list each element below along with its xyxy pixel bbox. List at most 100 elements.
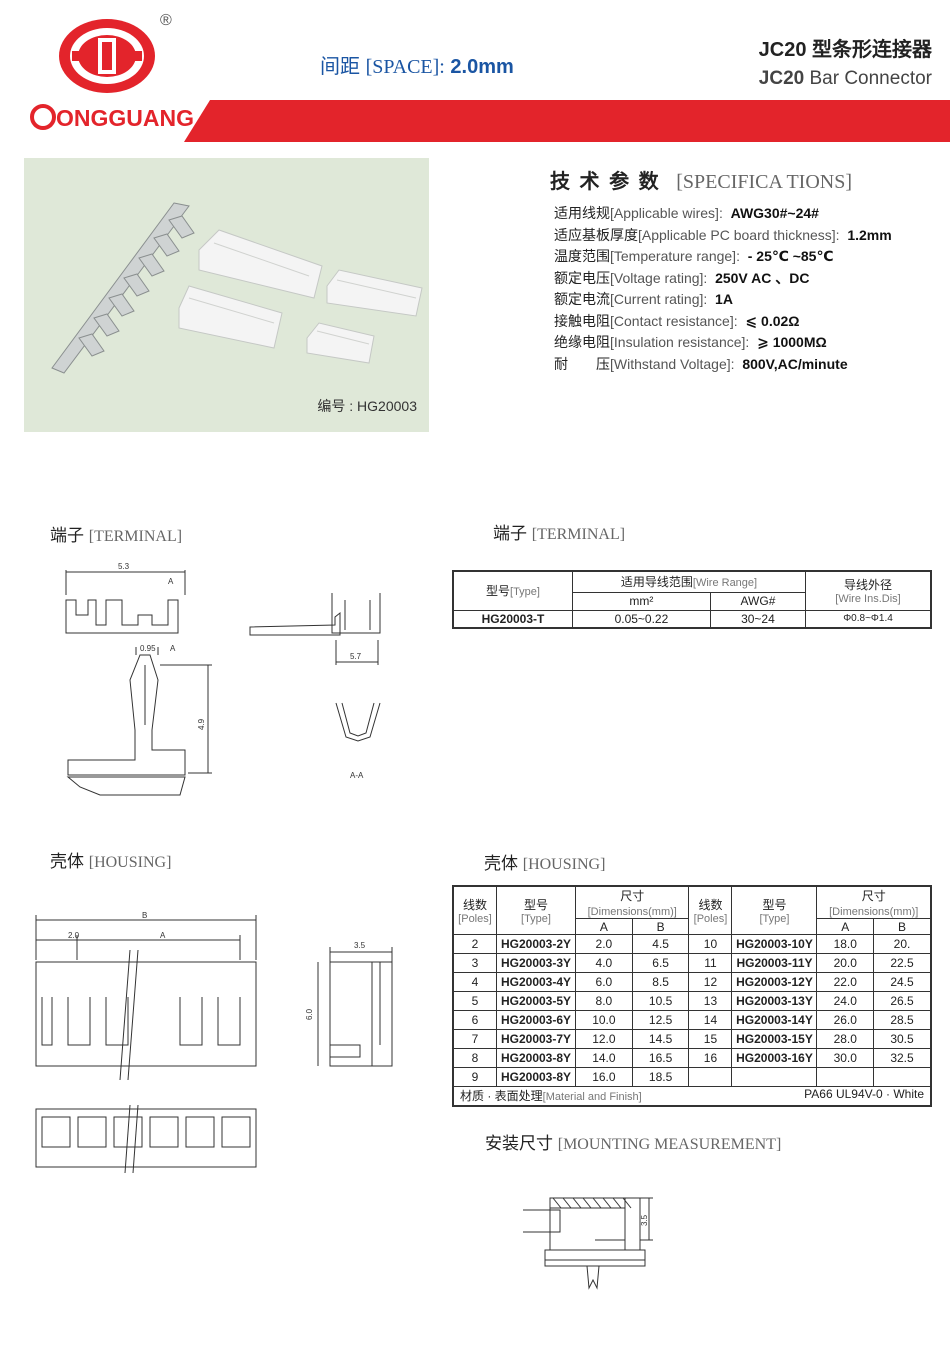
section-mounting: 安装尺寸 [MOUNTING MEASUREMENT] — [485, 1129, 781, 1154]
cell-poles-2: 13 — [688, 991, 733, 1011]
cell-type-2-text: HG20003-13Y — [736, 994, 813, 1008]
cell-type-text: HG20003-8Y — [500, 1051, 572, 1065]
cell-b-2: 32.5 — [873, 1048, 932, 1068]
cell-poles: 6 — [452, 1010, 497, 1030]
spec-row: 额定电流[Current rating]: 1A — [554, 289, 934, 311]
product-photo: 编号 : HG20003 — [24, 158, 429, 432]
section-title-cn: 壳体 — [484, 854, 518, 873]
col-range-header: 适用导线范围[Wire Range] — [572, 570, 806, 593]
cell-type: HG20003-8Y — [496, 1048, 576, 1068]
cell-poles: 4 — [452, 972, 497, 992]
cell-type-2-text: HG20003-11Y — [736, 956, 813, 970]
spec-label-cn: 接触电阻 — [554, 312, 610, 329]
material-label-en: [Material and Finish] — [542, 1091, 642, 1104]
housing-drawing: B 2.0 A 3.5 6.0 — [30, 905, 410, 1175]
title-en-model: JC20 — [758, 68, 805, 89]
cell-type: HG20003-6Y — [496, 1010, 576, 1030]
spec-value: 800V,AC/minute — [742, 355, 848, 372]
section-title-cn: 端子 — [493, 524, 527, 543]
cell-type-2: HG20003-15Y — [731, 1029, 818, 1049]
cell-b: 10.5 — [631, 991, 690, 1011]
col-a-header: A — [575, 918, 633, 935]
section-title-cn: 安装尺寸 — [485, 1134, 553, 1153]
cell-a-2: 20.0 — [816, 953, 874, 973]
spec-label-en: [Voltage rating]: — [610, 269, 708, 286]
cell-type-2-text: HG20003-10Y — [736, 937, 813, 951]
col-type-header: 型号[Type] — [452, 570, 573, 611]
terminal-table: 型号[Type] 适用导线范围[Wire Range] 导线外径[Wire In… — [452, 570, 932, 629]
spec-label-cn: 适用线规 — [554, 205, 610, 221]
cell-a: 16.0 — [575, 1067, 633, 1087]
mount-dim-3-5: 3.5 — [640, 1214, 649, 1226]
terminal-drawing: 5.3 A 0.95 A 4.9 5.7 A-A — [40, 555, 390, 805]
section-title-en: [HOUSING] — [88, 854, 172, 871]
title-en: JC20 Bar Connector — [759, 68, 932, 90]
cell-poles-2 — [688, 1067, 733, 1087]
space-label-cn: 间距 — [320, 56, 360, 78]
cell-mm2: 0.05~0.22 — [572, 609, 711, 629]
spec-label-en: [Insulation resistance]: — [610, 334, 750, 350]
cell-poles: 5 — [452, 991, 497, 1011]
cell-poles-2: 15 — [688, 1029, 733, 1049]
cell-a-2: 22.0 — [816, 972, 874, 992]
cell-type-2-text: HG20003-12Y — [736, 975, 813, 989]
space-spec: 间距 [SPACE]: 2.0mm — [320, 50, 514, 79]
cell-b-2: 28.5 — [873, 1010, 932, 1030]
spec-label-cn: 耐 压 — [554, 355, 610, 372]
section-title-en: [TERMINAL] — [531, 526, 626, 543]
section-title-en: [TERMINAL] — [88, 528, 183, 545]
cell-a-2: 18.0 — [816, 934, 874, 954]
cell-poles: 9 — [452, 1067, 497, 1087]
spec-label-cn: 温度范围 — [554, 248, 610, 264]
col-dim-header: 尺寸[Dimensions(mm)] — [574, 885, 690, 919]
spec-row: 耐 压[Withstand Voltage]: 800V,AC/minute — [554, 354, 934, 376]
cell-poles: 3 — [452, 953, 497, 973]
photo-caption: 编号 : HG20003 — [317, 398, 417, 414]
section-terminal-right: 端子 [TERMINAL] — [493, 519, 625, 544]
registered-mark: ® — [160, 12, 172, 29]
cell-type: HG20003-7Y — [496, 1029, 576, 1049]
section-title-cn: 壳体 — [50, 852, 84, 871]
cell-b-2: 22.5 — [873, 953, 932, 973]
cell-b-2 — [873, 1067, 932, 1087]
section-a-a-label: A-A — [350, 771, 364, 780]
spec-row: 适应基板厚度[Applicable PC board thickness]: 1… — [554, 225, 934, 247]
cell-dia: Φ0.8~Φ1.4 — [805, 609, 932, 629]
cell-type-text: HG20003-5Y — [500, 994, 572, 1008]
spec-label-cn: 额定电流 — [554, 291, 610, 307]
cell-b-2: 26.5 — [873, 991, 932, 1011]
cell-type: HG20003-2Y — [496, 934, 576, 954]
cell-poles-2: 10 — [688, 934, 733, 954]
spec-label-cn: 绝缘电阻 — [554, 334, 610, 350]
dim-5-7: 5.7 — [350, 652, 362, 661]
col-dim-header-2: 尺寸[Dimensions(mm)] — [816, 885, 932, 919]
spec-label-en: [Withstand Voltage]: — [610, 355, 735, 372]
cell-type-text: HG20003-2Y — [500, 937, 572, 951]
dim-3-5: 3.5 — [354, 941, 366, 950]
cell-poles-2: 16 — [688, 1048, 733, 1068]
spec-label-en: [Applicable wires]: — [610, 205, 723, 221]
cell-type-2-text: HG20003-16Y — [736, 1051, 813, 1065]
brand-name: ONGGUANG — [30, 104, 194, 132]
cell-type: HG20003-4Y — [496, 972, 576, 992]
cell-type: HG20003-T — [481, 611, 545, 626]
section-mark-a-2: A — [170, 644, 176, 653]
section-title-en: [MOUNTING MEASUREMENT] — [557, 1136, 782, 1153]
cell-a: 6.0 — [575, 972, 633, 992]
section-title-en: [HOUSING] — [522, 856, 606, 873]
col-dia-header: 导线外径[Wire Ins.Dis] — [805, 570, 932, 611]
cell-b: 14.5 — [631, 1029, 690, 1049]
section-title-cn: 端子 — [50, 526, 84, 545]
cell-b-2: 20. — [873, 934, 932, 954]
specs-heading-cn: 技 术 参 数 — [550, 171, 661, 193]
spec-value: ⩽ 0.02Ω — [745, 312, 800, 329]
spec-label-en: [Applicable PC board thickness]: — [638, 226, 840, 243]
cell-a-2: 28.0 — [816, 1029, 874, 1049]
mounting-drawing: 3.5 — [515, 1190, 665, 1295]
spec-label-en: [Temperature range]: — [610, 248, 740, 264]
spec-value: - 25℃ ~85℃ — [747, 248, 834, 264]
col-type-header: 型号[Type] — [496, 885, 576, 935]
cell-a: 2.0 — [575, 934, 633, 954]
